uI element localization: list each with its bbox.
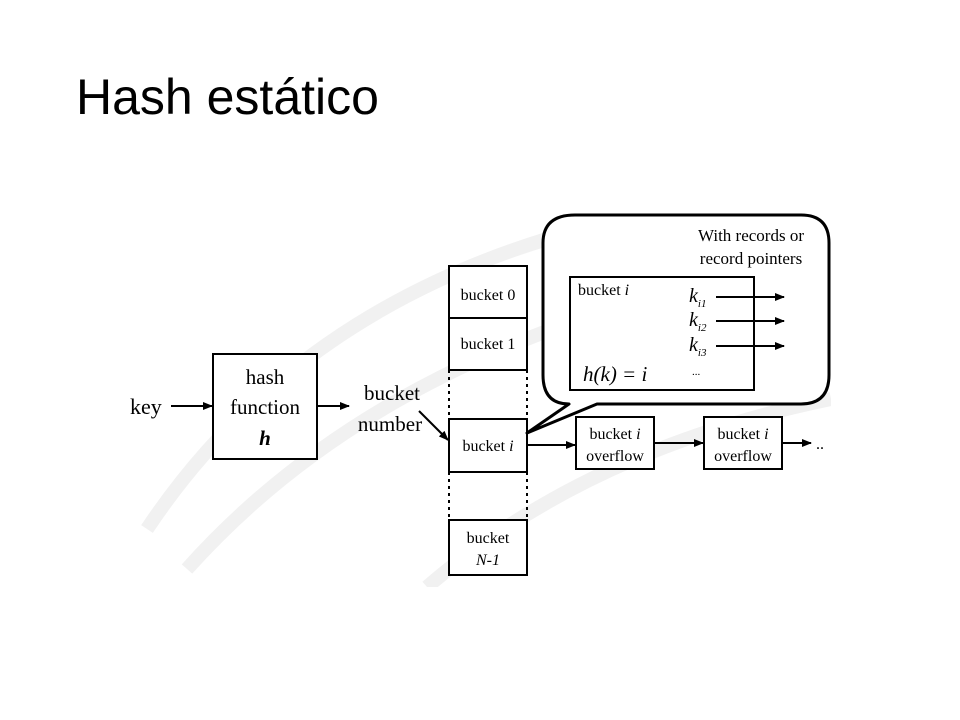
bucket-number-line2: number [358,412,422,436]
slide-title: Hash estático [76,69,379,125]
callout-caption-line1: With records or [698,226,804,245]
record-ellipsis: ... [692,366,701,378]
overflow-box-1-var: i [636,426,640,443]
hash-function-line1: hash [246,365,285,389]
overflow-box-1-line1: bucket i [589,426,640,443]
overflow-box-2-line1: bucket i [717,426,768,443]
bucket-0-label: bucket 0 [461,287,516,304]
overflow-box-2-var: i [764,426,768,443]
bucket-i-box [448,418,528,473]
static-hash-diagram: key hash function h bucket number bucket… [127,199,831,587]
hash-function-box [212,353,318,460]
record-key-1: ki1 [689,285,706,310]
overflow-box-2-line2: overflow [714,448,772,465]
hash-function-line3: h [259,426,271,450]
overflow-box-2-prefix: bucket [717,426,760,443]
bucket-number-line1: bucket [364,381,420,405]
hash-formula: h(k) = i [583,362,647,386]
diagram-canvas: key hash function h bucket number bucket… [130,213,831,587]
key-label: key [130,394,162,419]
overflow-ellipsis: .. [816,436,824,453]
callout-bucket-box [569,276,755,391]
bucket-1-box [448,317,528,371]
bucket-n-minus-1-line1: bucket [467,530,510,547]
callout-bucket-label: bucket i [578,282,629,299]
hash-function-line2: function [230,395,300,419]
overflow-box-1-line2: overflow [586,448,644,465]
overflow-box-1-prefix: bucket [589,426,632,443]
callout-bucket-prefix: bucket [578,282,621,299]
overflow-box-1 [575,416,655,470]
bucket-1-label: bucket 1 [461,336,516,353]
callout-caption-line2: record pointers [700,249,802,268]
bucket-i-label: bucket i [462,438,513,455]
bucket-number-arrow [418,410,449,441]
callout-bucket-var: i [625,282,629,299]
record-key-3: ki3 [689,334,707,359]
overflow-box-2 [703,416,783,470]
bucket-n-minus-1-box [448,519,528,576]
bucket-i-prefix: bucket [462,438,505,455]
bucket-i-var: i [509,438,513,455]
bucket-n-minus-1-line2: N-1 [475,552,500,569]
record-key-2: ki2 [689,309,707,334]
